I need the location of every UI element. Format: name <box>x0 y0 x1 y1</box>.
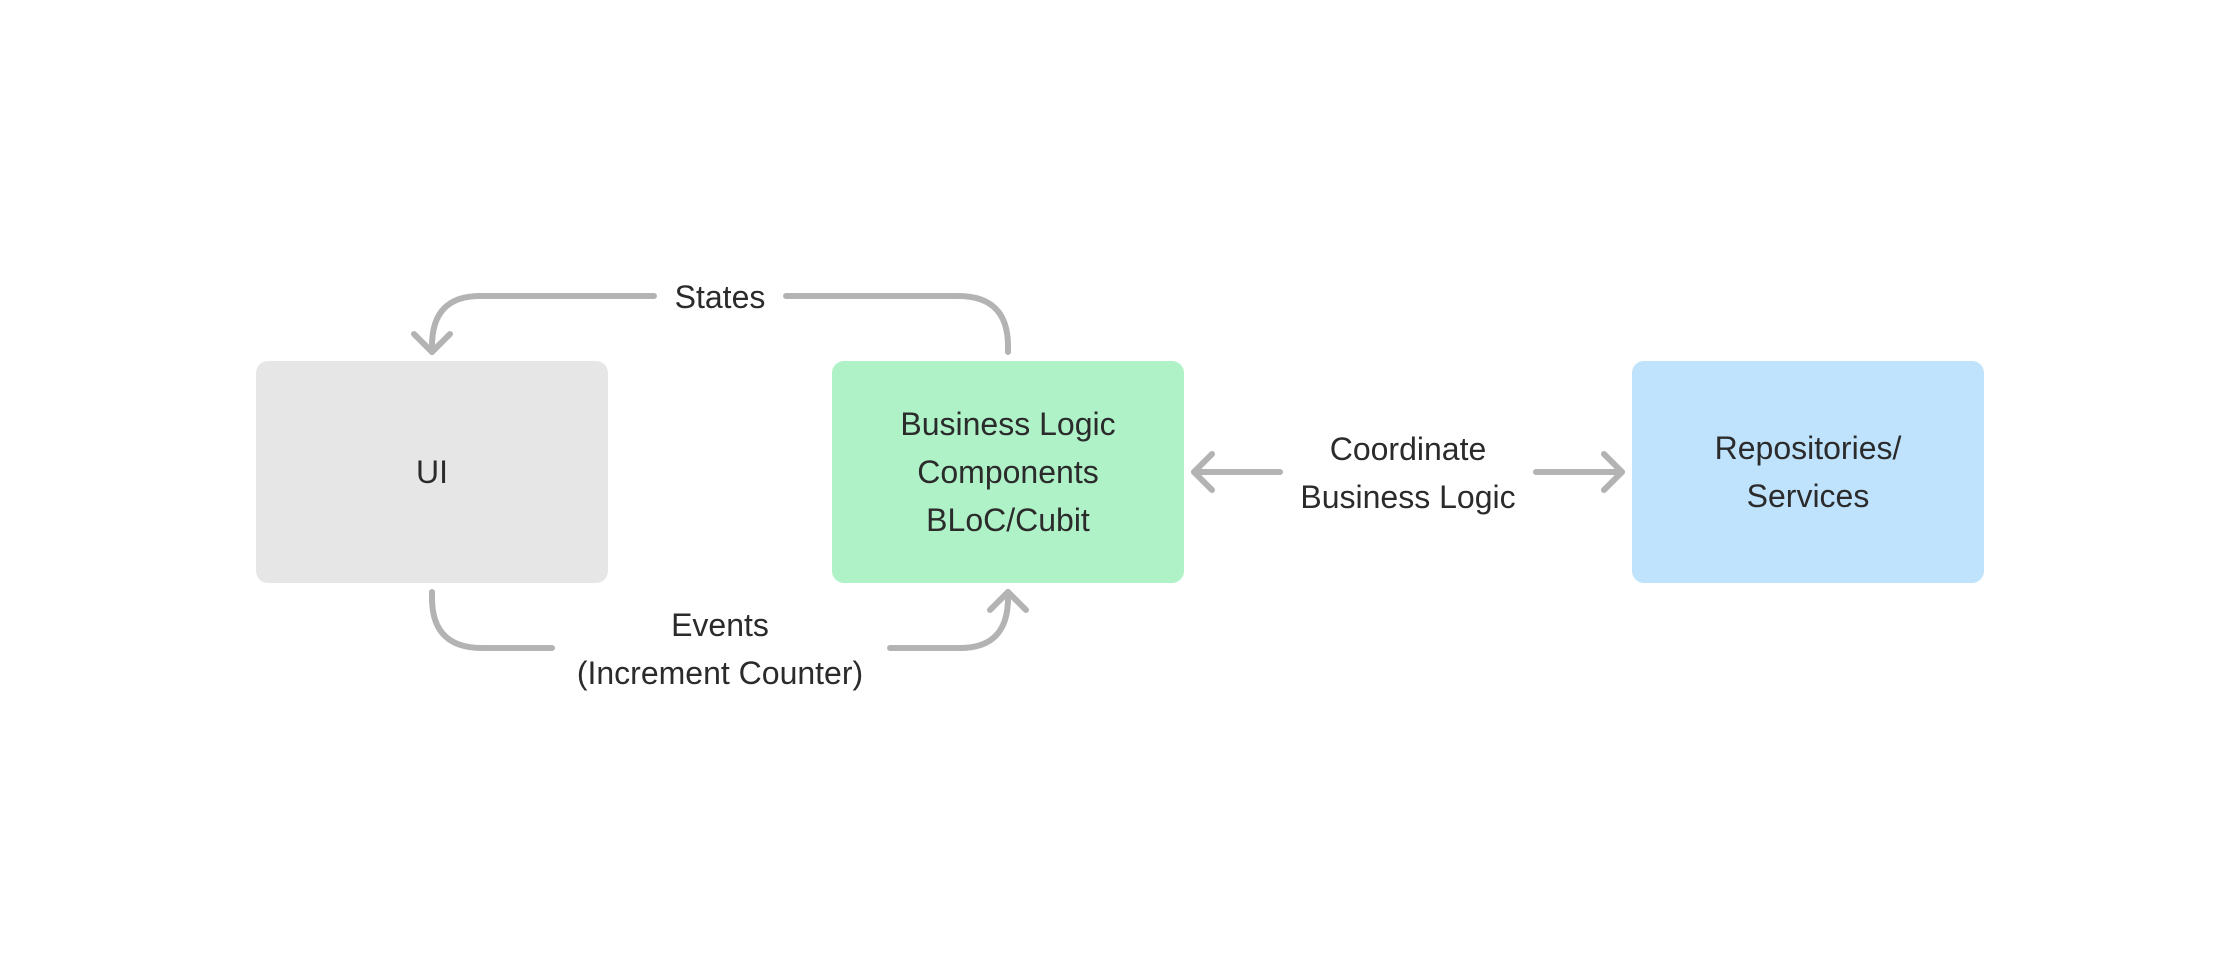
events-edge-line: (Increment Counter) <box>576 655 864 691</box>
coordinate-edge-line: Business Logic <box>1300 479 1516 515</box>
coordinate-arrowhead-right-icon <box>1601 451 1625 493</box>
states-arrowhead-icon <box>411 331 453 355</box>
coordinate-edge-label: Coordinate Business Logic <box>1280 425 1536 521</box>
states-edge-line: States <box>674 279 766 315</box>
coordinate-arrowhead-left-icon <box>1191 451 1215 493</box>
events-connector <box>429 589 555 651</box>
bloc-node-line: BLoC/Cubit <box>926 502 1090 538</box>
repositories-node-label: Repositories/ Services <box>1715 424 1902 520</box>
bloc-node-label: Business Logic Components BLoC/Cubit <box>900 400 1115 544</box>
events-connector-tail <box>887 589 1011 651</box>
repositories-node-line: Repositories/ <box>1714 430 1902 466</box>
bloc-node: Business Logic Components BLoC/Cubit <box>832 361 1184 583</box>
states-connector <box>783 293 1011 355</box>
ui-node-label: UI <box>416 448 448 496</box>
coordinate-edge-line: Coordinate <box>1329 431 1487 467</box>
repositories-node: Repositories/ Services <box>1632 361 1984 583</box>
events-edge-line: Events <box>671 607 769 643</box>
events-edge-label: Events (Increment Counter) <box>540 601 900 697</box>
bloc-node-line: Components <box>917 454 1099 490</box>
ui-node-line: UI <box>416 454 448 490</box>
states-edge-label: States <box>640 273 800 321</box>
events-arrowhead-icon <box>987 589 1029 613</box>
ui-node: UI <box>256 361 608 583</box>
repositories-node-line: Services <box>1746 478 1870 514</box>
bloc-node-line: Business Logic <box>900 406 1116 442</box>
states-connector-tail <box>429 293 657 355</box>
